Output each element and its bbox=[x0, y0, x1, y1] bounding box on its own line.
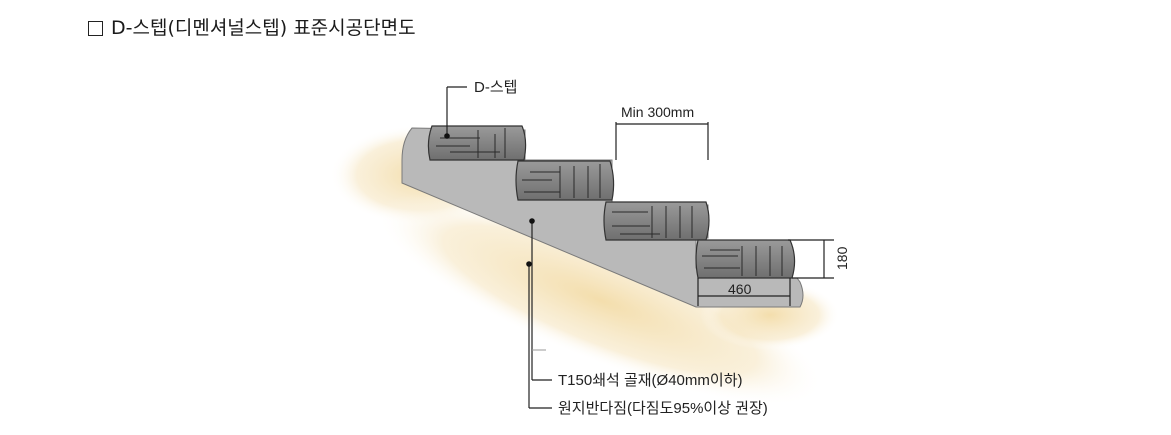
width-dimension: 460 bbox=[697, 278, 791, 306]
width-label: 460 bbox=[728, 281, 752, 297]
step-block-3 bbox=[603, 201, 710, 241]
step-block-1 bbox=[427, 125, 527, 161]
base-course-label: T150쇄석 골재(Ø40mm이하) bbox=[558, 372, 743, 389]
layer-callouts: T150쇄석 골재(Ø40mm이하) 원지반다짐(다짐도95%이상 권장) bbox=[526, 218, 768, 417]
title-text: D-스텝(디멘셔널스텝) 표준시공단면도 bbox=[111, 17, 416, 39]
min-spacing-dimension: Min 300mm bbox=[615, 104, 709, 160]
page-title: D-스텝(디멘셔널스텝) 표준시공단면도 bbox=[88, 16, 416, 40]
checkbox-square-icon bbox=[88, 20, 103, 36]
step-block-2 bbox=[515, 160, 615, 201]
min-spacing-label: Min 300mm bbox=[621, 104, 694, 120]
step-name-callout: D-스텝 bbox=[444, 79, 517, 139]
subgrade-label: 원지반다짐(다짐도95%이상 권장) bbox=[558, 400, 768, 417]
step-name-label: D-스텝 bbox=[474, 79, 517, 96]
height-label: 180 bbox=[834, 246, 850, 270]
step-block-4 bbox=[695, 239, 796, 279]
height-dimension: 180 bbox=[788, 239, 850, 279]
